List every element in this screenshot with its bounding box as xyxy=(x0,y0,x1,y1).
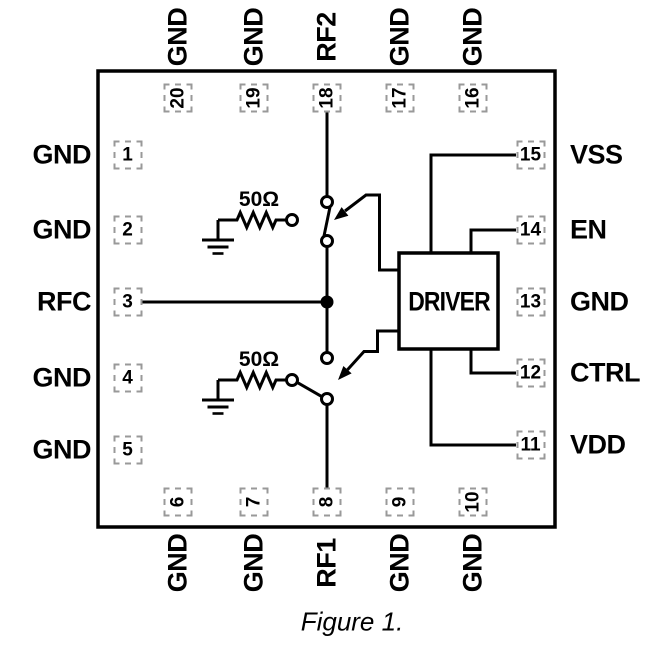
pin-number-2: 2 xyxy=(122,219,133,241)
pin-box-17: 17 xyxy=(385,83,415,113)
pin-label-3-rfc: RFC xyxy=(37,286,92,317)
control-arrowhead-top-icon xyxy=(334,207,349,220)
pin-number-12: 12 xyxy=(519,362,542,384)
pin-label-10-gnd: GND xyxy=(457,533,488,593)
ctrl-trace xyxy=(469,349,516,375)
pin-box-9: 9 xyxy=(385,487,415,517)
pin-box-5: 5 xyxy=(113,435,142,465)
termination-value-bottom: 50Ω xyxy=(238,348,280,371)
figure-caption: Figure 1. xyxy=(300,606,404,637)
pin-label-1-gnd: GND xyxy=(32,139,92,170)
pin-label-12-ctrl: CTRL xyxy=(570,357,640,388)
pin-box-3: 3 xyxy=(113,287,142,317)
pin-label-13-gnd: GND xyxy=(570,286,629,317)
pin-label-9-gnd: GND xyxy=(384,533,415,593)
pin-label-18-rf2: RF2 xyxy=(311,12,342,62)
pin-label-20-gnd: GND xyxy=(162,7,193,67)
pin-box-15: 15 xyxy=(516,140,545,170)
pin-number-20: 20 xyxy=(167,87,189,109)
rfc-junction-node xyxy=(320,295,334,309)
lower-switch-contact-rfc xyxy=(320,351,334,365)
termination-value-top: 50Ω xyxy=(238,188,280,211)
pin-box-4: 4 xyxy=(113,363,142,393)
pin-box-11: 11 xyxy=(516,430,545,460)
pin-box-8: 8 xyxy=(312,487,342,517)
pin-number-13: 13 xyxy=(519,291,542,313)
pin-number-7: 7 xyxy=(243,496,265,508)
pin-number-6: 6 xyxy=(167,496,189,508)
driver-box xyxy=(397,251,500,351)
pin-box-6: 6 xyxy=(163,487,193,517)
driver-label: DRIVER xyxy=(407,286,490,317)
pin-number-18: 18 xyxy=(316,87,338,109)
lower-switch-arm xyxy=(296,380,323,399)
pin-label-15-vss: VSS xyxy=(570,139,623,170)
pin-number-16: 16 xyxy=(462,87,484,109)
pin-number-3: 3 xyxy=(122,291,133,313)
vss-trace xyxy=(429,153,516,253)
pin-label-8-rf1: RF1 xyxy=(311,538,342,588)
pin-box-2: 2 xyxy=(113,215,142,245)
pin-box-10: 10 xyxy=(458,487,488,517)
pin-label-14-en: EN xyxy=(570,214,607,245)
pin-box-7: 7 xyxy=(239,487,269,517)
pin-box-13: 13 xyxy=(516,287,545,317)
pin-box-19: 19 xyxy=(239,83,269,113)
pin-number-1: 1 xyxy=(122,144,133,166)
pin-number-5: 5 xyxy=(122,439,133,461)
pin-box-12: 12 xyxy=(516,358,545,388)
upper-switch-contact-rf2 xyxy=(320,195,334,209)
pin-number-10: 10 xyxy=(462,491,484,513)
pin-box-1: 1 xyxy=(113,140,142,170)
lower-switch-contact-rf1 xyxy=(320,392,334,406)
pin-label-11-vdd: VDD xyxy=(570,429,626,460)
pin-label-5-gnd: GND xyxy=(32,434,92,465)
upper-switch-contact-rfc xyxy=(320,234,334,248)
chip-outline xyxy=(96,69,557,529)
pin-label-7-gnd: GND xyxy=(238,533,269,593)
pin-label-17-gnd: GND xyxy=(384,7,415,67)
control-arrow-bottom-icon xyxy=(346,329,400,371)
pin-label-2-gnd: GND xyxy=(32,214,92,245)
pin-number-4: 4 xyxy=(122,367,133,389)
pin-box-16: 16 xyxy=(458,83,488,113)
pin-label-6-gnd: GND xyxy=(162,533,193,593)
vdd-trace xyxy=(429,349,516,447)
upper-termination-contact xyxy=(285,213,299,227)
pin-number-14: 14 xyxy=(519,219,542,241)
termination-resistor-bottom xyxy=(202,368,287,415)
en-trace xyxy=(469,228,516,253)
pin-number-17: 17 xyxy=(389,87,411,109)
control-arrow-top-icon xyxy=(344,193,400,272)
pin-box-18: 18 xyxy=(312,83,342,113)
pin-label-16-gnd: GND xyxy=(457,7,488,67)
control-arrowhead-bottom-icon xyxy=(338,366,352,380)
pin-box-14: 14 xyxy=(516,215,545,245)
pin-number-8: 8 xyxy=(316,496,338,508)
pin-number-9: 9 xyxy=(389,496,411,508)
pin-number-19: 19 xyxy=(243,87,265,109)
lower-termination-contact xyxy=(285,373,299,387)
pin-label-4-gnd: GND xyxy=(32,362,92,393)
upper-switch-arm xyxy=(322,206,332,237)
pin-number-11: 11 xyxy=(520,434,541,456)
pin-box-20: 20 xyxy=(163,83,193,113)
pin-label-19-gnd: GND xyxy=(238,7,269,67)
pin-number-15: 15 xyxy=(519,144,542,166)
termination-resistor-top xyxy=(202,208,287,255)
